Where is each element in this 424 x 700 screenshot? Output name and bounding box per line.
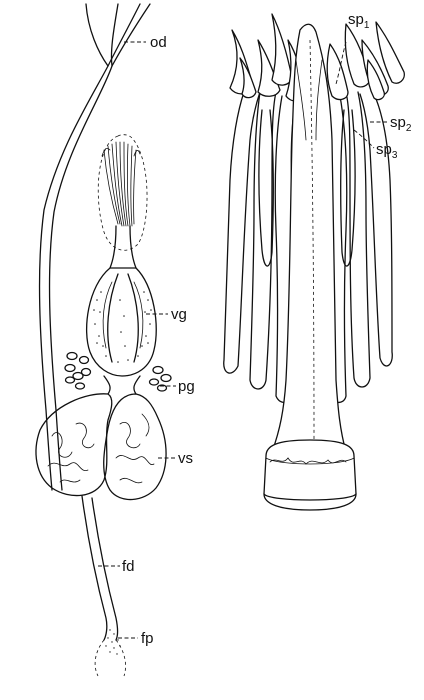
label-sp2: sp2 [390,114,412,134]
vesicula-inner-left [107,273,119,363]
central-stylet [271,23,347,453]
right-stylet-drawing [223,13,405,511]
label-od: od [150,34,167,51]
label-fp: fp [141,630,154,647]
genital-pore-stipple [105,629,121,655]
oviduct-branch-inner [111,3,151,67]
ejaculatory-neck [103,375,141,395]
label-pg-group: pg [160,378,195,395]
label-od-group: od [124,34,167,51]
male-duct [81,495,119,641]
seminal-vesicle-left [35,393,113,497]
prostatic-glands [64,351,172,392]
label-fd: fd [122,558,135,575]
label-vs-group: vs [158,450,193,467]
vesicula-granulorum [85,267,157,377]
label-sp1: sp1 [348,11,370,31]
spine-tips [229,13,405,102]
label-vs: vs [178,450,193,467]
label-fp-group: fp [118,630,154,647]
genital-pore-outline [94,639,126,677]
label-sp2-group: sp2 [370,114,412,134]
seminal-vesicle-right [103,393,167,501]
label-sp3: sp3 [376,141,398,161]
vesicula-stipple [93,291,152,363]
label-vg: vg [171,306,187,323]
label-pg: pg [178,378,195,395]
label-sp1-group: sp1 [335,11,370,85]
penis-spines [101,141,141,227]
sheath-outline [97,134,148,251]
penis-stalk [109,225,137,269]
oviduct-branch [107,3,141,67]
left-organ-drawing [35,3,172,677]
stylet-axis [309,39,315,441]
vesicle-contents [47,413,155,484]
label-fd-group: fd [98,558,135,575]
vesicula-inner-right [127,273,139,363]
oviduct-tube-inner [48,3,119,491]
label-sp3-group: sp3 [353,129,398,161]
label-vg-group: vg [146,306,187,323]
